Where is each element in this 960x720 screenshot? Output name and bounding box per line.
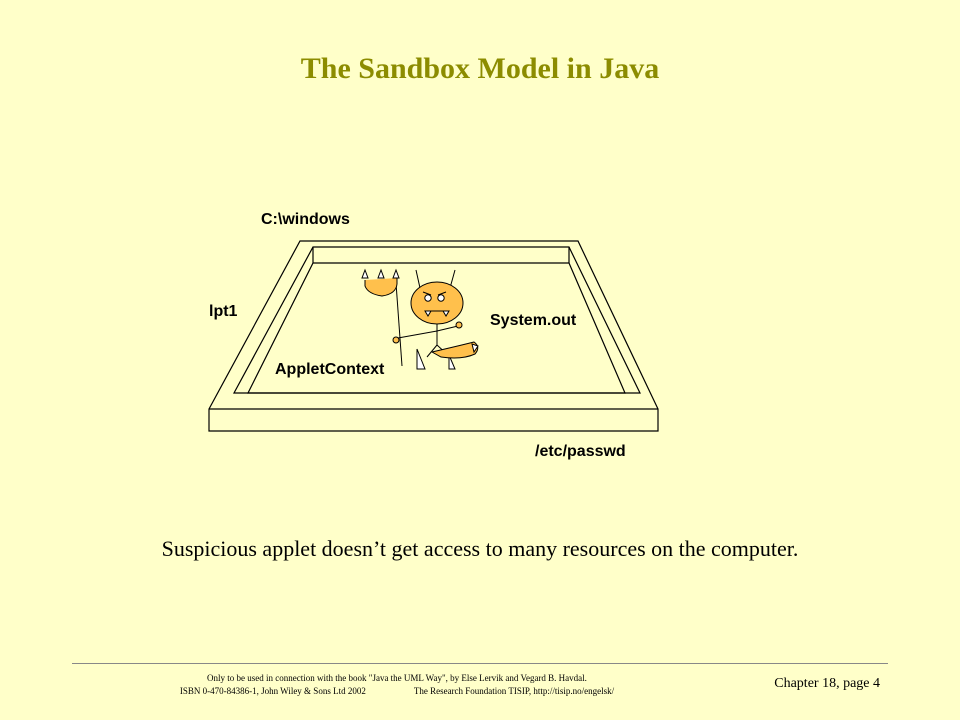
footer-publisher: The Research Foundation TISIP, http://ti… — [413, 686, 615, 696]
label-applet-context: AppletContext — [275, 361, 385, 378]
sandbox-frame — [208, 240, 659, 432]
footer-isbn: ISBN 0-470-84386-1, John Wiley & Sons Lt… — [179, 686, 366, 696]
label-system-out: System.out — [490, 312, 577, 329]
sandbox-inner-outline — [232, 246, 641, 394]
footer-notice-line1: Only to be used in connection with the b… — [207, 673, 587, 683]
footer-notice-line2: ISBN 0-470-84386-1, John Wiley & Sons Lt… — [72, 685, 722, 698]
page-number: Chapter 18, page 4 — [774, 676, 880, 691]
trident-icon — [361, 268, 403, 367]
label-c-windows: C:\windows — [261, 211, 350, 228]
sandbox-floor-outline — [247, 262, 626, 394]
footer-notice: Only to be used in connection with the b… — [72, 672, 722, 698]
label-etc-passwd: /etc/passwd — [535, 443, 626, 460]
slide-title: The Sandbox Model in Java — [300, 52, 660, 85]
slide-caption: Suspicious applet doesn’t get access to … — [161, 536, 799, 561]
devil-head — [410, 281, 464, 325]
devil-applet-icon — [361, 268, 479, 370]
label-lpt1: lpt1 — [209, 303, 238, 320]
footer-divider — [72, 663, 888, 664]
